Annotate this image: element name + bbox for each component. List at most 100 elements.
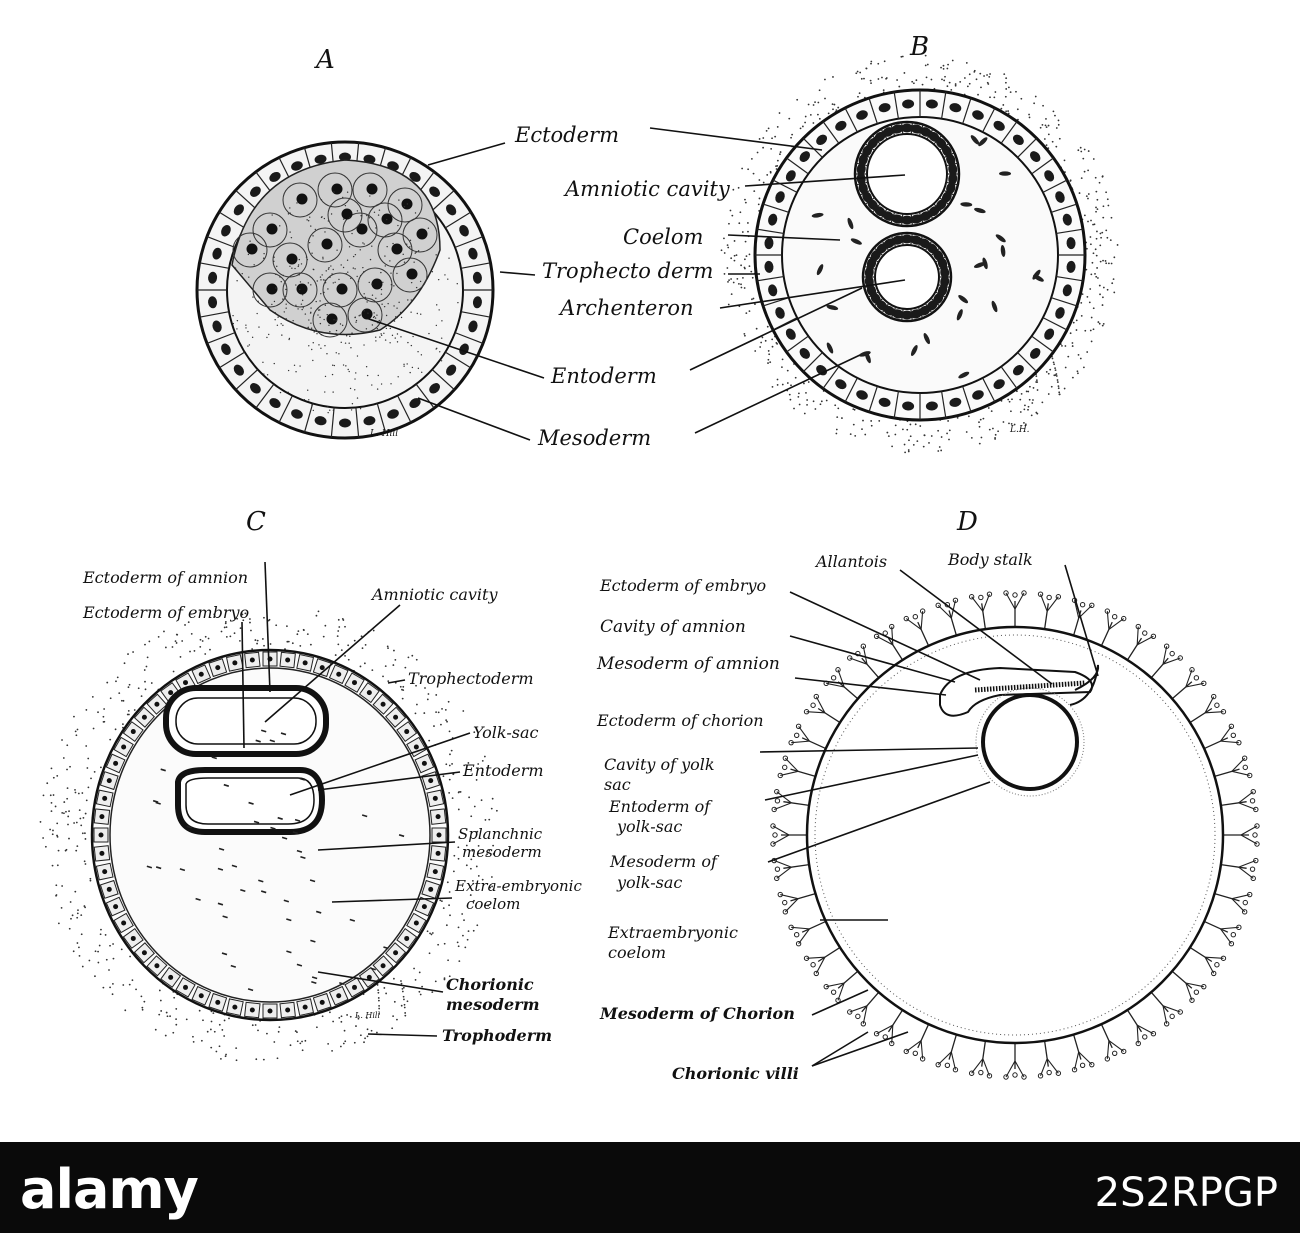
- panel-d-villus-tip: [782, 764, 788, 771]
- panel-b-halo-dot: [1098, 284, 1101, 287]
- panel-b-leader-coelom: [727, 234, 841, 241]
- panel-c-halo-dot: [72, 950, 75, 953]
- panel-c-halo-dot: [122, 984, 125, 986]
- panel-c-halo-dot: [60, 906, 63, 909]
- panel-b-halo-dot: [779, 151, 782, 153]
- panel-b-halo-dot: [837, 407, 840, 410]
- panel-d-villus-branch: [1231, 898, 1246, 913]
- panel-a-dot: [322, 256, 324, 258]
- panel-c-halo-dot: [81, 792, 84, 794]
- panel-b-halo-dot: [1045, 126, 1048, 129]
- panel-c-label-yolk-sac: Yolk-sac: [473, 723, 538, 742]
- panel-c-nucleus: [198, 671, 204, 677]
- panel-c-halo-dot: [371, 669, 374, 672]
- panel-c-label-ectoderm-of-amnion: Ectoderm of amnion: [82, 568, 248, 587]
- panel-a-dot: [279, 391, 282, 394]
- panel-b-halo-dot: [1023, 408, 1026, 411]
- panel-a-cell-nucleus: [291, 409, 303, 419]
- panel-a-dot: [292, 320, 294, 322]
- panel-b-cell-nucleus: [902, 99, 915, 109]
- panel-b-halo-dot: [924, 64, 927, 67]
- panel-a-dot: [390, 283, 393, 286]
- panel-c-halo-dot: [286, 625, 288, 628]
- panel-c-halo-dot: [127, 653, 129, 655]
- panel-a-dot: [371, 245, 373, 247]
- panel-c-halo-dot: [475, 865, 478, 868]
- panel-b-halo-dot: [791, 133, 794, 136]
- panel-b-halo-dot: [835, 428, 838, 431]
- panel-b-halo-dot: [806, 403, 808, 406]
- panel-b-halo-dot: [733, 259, 736, 262]
- panel-c-halo-dot: [476, 924, 479, 927]
- panel-c-halo-dot: [296, 1040, 299, 1043]
- panel-b-halo-dot: [727, 280, 729, 283]
- panel-a-dot: [374, 336, 377, 338]
- panel-a-dot: [403, 365, 405, 367]
- panel-a-mass-cell: [342, 212, 378, 248]
- panel-a-mass-cell: [232, 232, 268, 268]
- panel-c-halo-dot: [449, 753, 451, 756]
- panel-d-villus-tip: [772, 832, 778, 838]
- panel-b-halo-dot: [767, 358, 770, 361]
- panel-c-meso-dash: [300, 855, 306, 860]
- panel-b-cell-wall: [822, 121, 840, 144]
- panel-d-villus-tip: [1089, 602, 1095, 609]
- panel-c-halo-dot: [64, 849, 67, 852]
- panel-d-villus-tip: [952, 1067, 959, 1073]
- panel-c-halo-dot: [158, 989, 161, 992]
- panel-c-halo-dot: [206, 1030, 209, 1033]
- panel-c-halo-dot: [457, 945, 460, 948]
- panel-b-halo-dot: [870, 420, 873, 422]
- panel-c-halo-dot: [353, 639, 356, 642]
- panel-a-dot: [285, 288, 287, 291]
- panel-a-dot: [247, 345, 249, 347]
- panel-b-halo-dot: [1028, 398, 1031, 401]
- panel-a-dot: [280, 280, 282, 283]
- panel-b-halo-dot: [1058, 137, 1061, 140]
- panel-d-villus-tip: [1104, 608, 1111, 614]
- panel-c-halo-dot: [132, 651, 134, 653]
- panel-c-halo-dot: [71, 914, 74, 917]
- panel-b-halo-dot: [870, 82, 872, 84]
- panel-c-halo-dot: [61, 885, 64, 887]
- panel-d-leader-ectoderm-of-embryo: [789, 591, 981, 681]
- panel-d-leader-body-stalk: [1064, 564, 1099, 677]
- panel-b-halo-dot: [968, 73, 971, 76]
- panel-d-villus-tip: [1254, 823, 1260, 829]
- panel-c-halo-dot: [207, 637, 210, 640]
- panel-a-label-trophectoderm: Trophecto derm: [542, 259, 713, 283]
- panel-b-halo-dot: [765, 129, 768, 132]
- panel-b-cell-nucleus: [835, 120, 847, 131]
- panel-a-dot: [410, 311, 412, 313]
- panel-c-halo-dot: [84, 812, 87, 815]
- panel-c-halo-dot: [364, 1037, 366, 1040]
- panel-c-halo-dot: [346, 1014, 348, 1016]
- panel-c-halo-dot: [291, 642, 294, 645]
- panel-a-dot: [285, 307, 287, 309]
- panel-c-meso-dash: [294, 818, 301, 822]
- panel-b-halo-dot: [1002, 104, 1005, 106]
- panel-b-halo-dot: [737, 282, 740, 285]
- panel-d-villus-tip: [1242, 764, 1248, 771]
- panel-c-halo-dot: [223, 626, 226, 629]
- panel-b-halo-dot: [738, 222, 741, 225]
- panel-b-halo-dot: [1028, 113, 1030, 116]
- panel-c-halo-dot: [84, 838, 87, 840]
- panel-c-halo-dot: [451, 763, 453, 765]
- panel-c-halo-dot: [269, 643, 272, 645]
- panel-b-halo-dot: [1080, 177, 1083, 180]
- panel-d-villus-tip: [1253, 857, 1259, 864]
- panel-a-dot: [266, 374, 269, 376]
- panel-b-halo-dot: [728, 279, 730, 282]
- panel-c-halo-dot: [396, 1018, 398, 1021]
- panel-c-halo-dot: [76, 912, 79, 915]
- panel-c-halo-dot: [143, 1000, 146, 1003]
- panel-a-cell-nucleus: [291, 161, 303, 171]
- panel-c-halo-dot: [470, 815, 473, 818]
- panel-c-label-chorionic-mesoderm: mesoderm: [446, 995, 540, 1014]
- panel-c-halo-dot: [213, 1030, 216, 1033]
- panel-b-halo-dot: [1054, 369, 1057, 371]
- panel-a-cell-nucleus: [212, 247, 222, 260]
- panel-c-halo-dot: [339, 1045, 342, 1048]
- panel-b-halo-dot: [1095, 206, 1097, 209]
